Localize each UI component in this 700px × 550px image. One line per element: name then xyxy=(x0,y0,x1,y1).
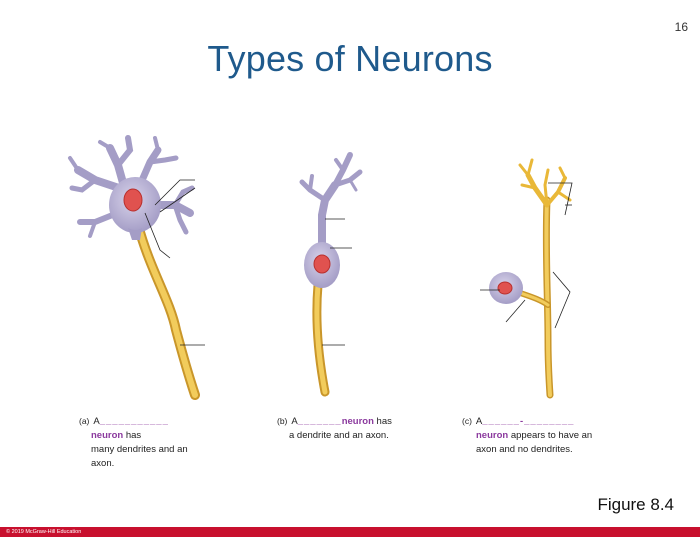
caption-c-tag: (c) xyxy=(462,416,472,426)
caption-a-tag: (a) xyxy=(79,416,90,426)
caption-b-tag: (b) xyxy=(277,416,288,426)
slide-title: Types of Neurons xyxy=(207,38,493,79)
caption-b-rest-1: has xyxy=(373,416,392,427)
caption-b-term: neuron xyxy=(341,416,374,427)
page-number: 16 xyxy=(674,20,688,34)
neuron-a-dendrites xyxy=(68,135,195,238)
caption-b-article: A xyxy=(291,416,298,427)
caption-multipolar: (a)A___________ neuron has many dendrite… xyxy=(79,414,229,471)
caption-c-term: neuron xyxy=(476,430,509,441)
neuron-c-leader-lines xyxy=(480,182,573,329)
caption-c-rest-1: appears to have an xyxy=(508,430,593,441)
caption-b-rest-2: a dendrite and an axon. xyxy=(289,430,389,441)
caption-a-rest-2: many dendrites and an xyxy=(91,444,188,455)
neuron-a-nucleus xyxy=(123,188,143,212)
caption-a-term: neuron xyxy=(91,430,124,441)
caption-a-article: A xyxy=(93,416,100,427)
caption-a-blank: ___________ xyxy=(99,416,169,427)
caption-c-article: A xyxy=(475,416,483,427)
neuron-c-nucleus xyxy=(497,281,513,295)
caption-c-rest-2: axon and no dendrites. xyxy=(476,444,573,455)
caption-b-blank: _______ xyxy=(297,416,342,427)
neuron-a-leader-lines xyxy=(144,179,205,346)
footer-bar xyxy=(0,527,700,537)
neuron-b-nucleus xyxy=(313,254,331,274)
figure-label: Figure 8.4 xyxy=(597,495,674,514)
bipolar-neuron xyxy=(299,152,363,397)
caption-a-rest-1: has xyxy=(123,430,142,441)
caption-unipolar: (c)A______-________ neuron appears to ha… xyxy=(462,414,642,457)
caption-c-blank: ______-________ xyxy=(482,416,575,427)
copyright-footer: © 2019 McGraw-Hill Education xyxy=(6,529,82,535)
neuron-b-dendrite xyxy=(299,152,363,249)
unipolar-neuron xyxy=(480,158,573,399)
caption-bipolar: (b)A_______neuron has a dendrite and an … xyxy=(277,414,437,443)
multipolar-neuron xyxy=(68,135,205,400)
neuron-b-leader-lines xyxy=(322,218,352,346)
neuron-c-branches xyxy=(518,158,572,208)
caption-a-rest-3: axon. xyxy=(91,458,115,469)
